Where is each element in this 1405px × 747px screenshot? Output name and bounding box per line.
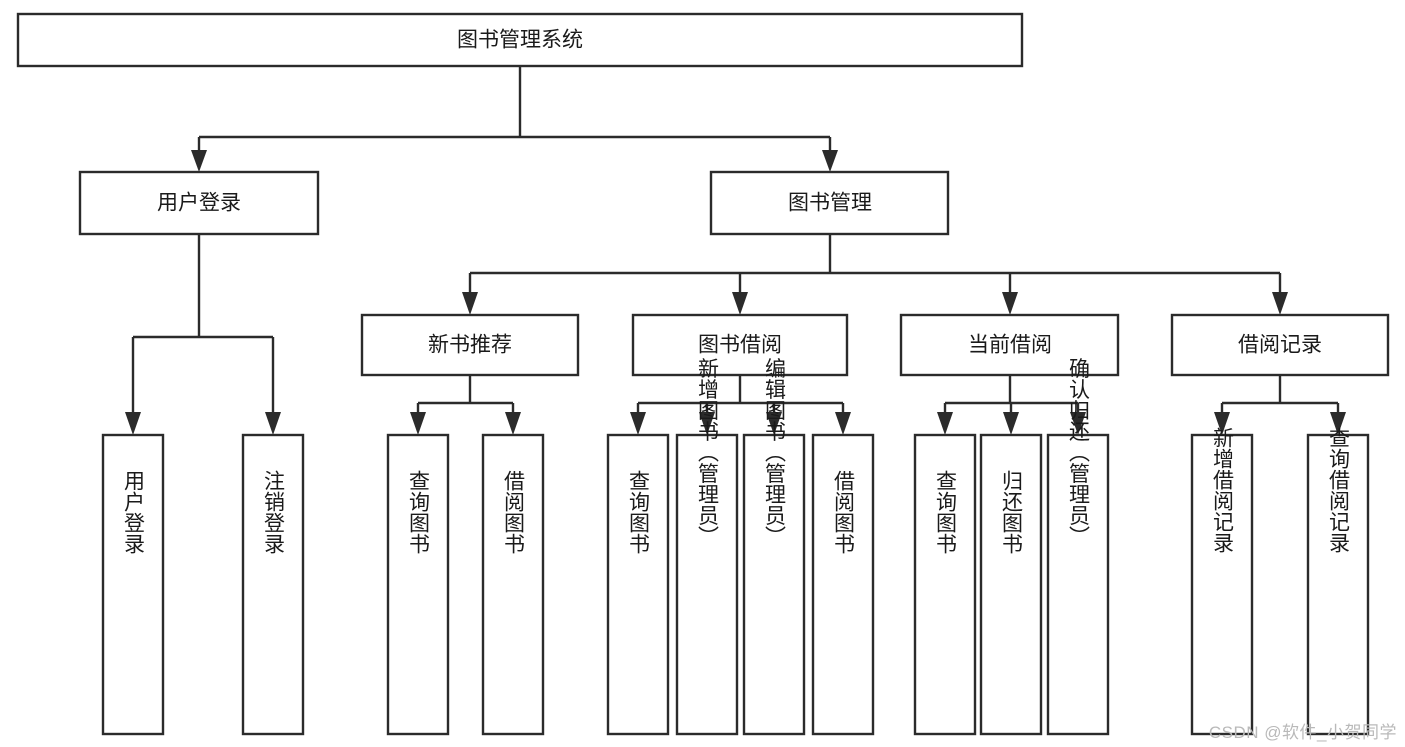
arrow-head-leaf13 xyxy=(1330,412,1346,435)
node-user-login[interactable]: 用户登录 xyxy=(78,170,320,236)
arrow-head-borrow xyxy=(732,292,748,315)
node-leaf-query-record-label: 查询借阅记录 xyxy=(1327,427,1351,553)
arrow-head-book-mgmt xyxy=(822,150,838,172)
node-leaf-query-book-2-label: 查询图书 xyxy=(627,470,651,554)
node-leaf-add-book-label: 新增图书（管理员） xyxy=(696,358,720,547)
node-leaf-add-record[interactable]: 新增借阅记录 xyxy=(1190,427,1254,736)
node-leaf-borrow-book-2[interactable]: 借阅图书 xyxy=(811,433,875,736)
node-user-login-label: 用户登录 xyxy=(157,192,241,215)
node-leaf-logout-label: 注销登录 xyxy=(262,470,286,554)
node-leaf-confirm-return[interactable]: 确认归还（管理员） xyxy=(1046,358,1110,736)
arrow-head-leaf7 xyxy=(766,412,782,435)
node-book-borrow-label: 图书借阅 xyxy=(698,334,782,357)
node-leaf-add-record-label: 新增借阅记录 xyxy=(1211,427,1235,553)
arrow-head-leaf9 xyxy=(937,412,953,435)
node-borrow-records[interactable]: 借阅记录 xyxy=(1170,313,1390,377)
node-leaf-query-book-1[interactable]: 查询图书 xyxy=(386,433,450,736)
arrow-head-leaf5 xyxy=(630,412,646,435)
arrow-head-user-login xyxy=(191,150,207,172)
node-leaf-return-book-label: 归还图书 xyxy=(1000,470,1024,554)
node-leaf-user-login[interactable]: 用户登录 xyxy=(101,433,165,736)
node-book-management[interactable]: 图书管理 xyxy=(709,170,950,236)
arrow-head-leaf10 xyxy=(1003,412,1019,435)
node-root[interactable]: 图书管理系统 xyxy=(16,12,1024,68)
node-new-book-recommend-label: 新书推荐 xyxy=(428,334,512,357)
arrow-head-leaf4 xyxy=(505,412,521,435)
node-leaf-confirm-return-label: 确认归还（管理员） xyxy=(1067,358,1091,547)
arrow-head-leaf3 xyxy=(410,412,426,435)
node-leaf-return-book[interactable]: 归还图书 xyxy=(979,433,1043,736)
node-leaf-query-book-2[interactable]: 查询图书 xyxy=(606,433,670,736)
arrow-head-leaf8 xyxy=(835,412,851,435)
arrow-head-leaf6 xyxy=(699,412,715,435)
node-root-label: 图书管理系统 xyxy=(457,29,583,52)
node-leaf-borrow-book-1-label: 借阅图书 xyxy=(502,470,526,554)
node-current-borrow[interactable]: 当前借阅 xyxy=(899,313,1120,377)
arrow-head-leaf2 xyxy=(265,412,281,435)
node-leaf-query-book-3[interactable]: 查询图书 xyxy=(913,433,977,736)
connector-layer xyxy=(125,66,1346,435)
node-leaf-add-book[interactable]: 新增图书（管理员） xyxy=(675,358,739,736)
csdn-watermark: CSDN @软件_小贺同学 xyxy=(1208,723,1397,742)
node-leaf-user-login-label: 用户登录 xyxy=(122,470,146,554)
node-leaf-query-book-3-label: 查询图书 xyxy=(934,470,958,554)
node-leaf-query-book-1-label: 查询图书 xyxy=(407,470,431,554)
node-leaf-borrow-book-1[interactable]: 借阅图书 xyxy=(481,433,545,736)
arrow-head-new-books xyxy=(462,292,478,315)
node-leaf-borrow-book-2-label: 借阅图书 xyxy=(832,470,856,554)
arrow-head-current xyxy=(1002,292,1018,315)
arrow-head-leaf1 xyxy=(125,412,141,435)
node-book-management-label: 图书管理 xyxy=(788,192,872,215)
arrow-head-leaf11 xyxy=(1070,412,1086,435)
node-leaf-query-record[interactable]: 查询借阅记录 xyxy=(1306,427,1370,736)
node-leaf-edit-book[interactable]: 编辑图书（管理员） xyxy=(742,358,806,736)
node-borrow-records-label: 借阅记录 xyxy=(1238,334,1322,357)
arrow-head-records xyxy=(1272,292,1288,315)
arrow-head-leaf12 xyxy=(1214,412,1230,435)
node-leaf-edit-book-label: 编辑图书（管理员） xyxy=(763,358,787,547)
node-leaf-logout[interactable]: 注销登录 xyxy=(241,433,305,736)
node-current-borrow-label: 当前借阅 xyxy=(968,334,1052,357)
node-book-borrow[interactable]: 图书借阅 xyxy=(631,313,849,377)
node-new-book-recommend[interactable]: 新书推荐 xyxy=(360,313,580,377)
